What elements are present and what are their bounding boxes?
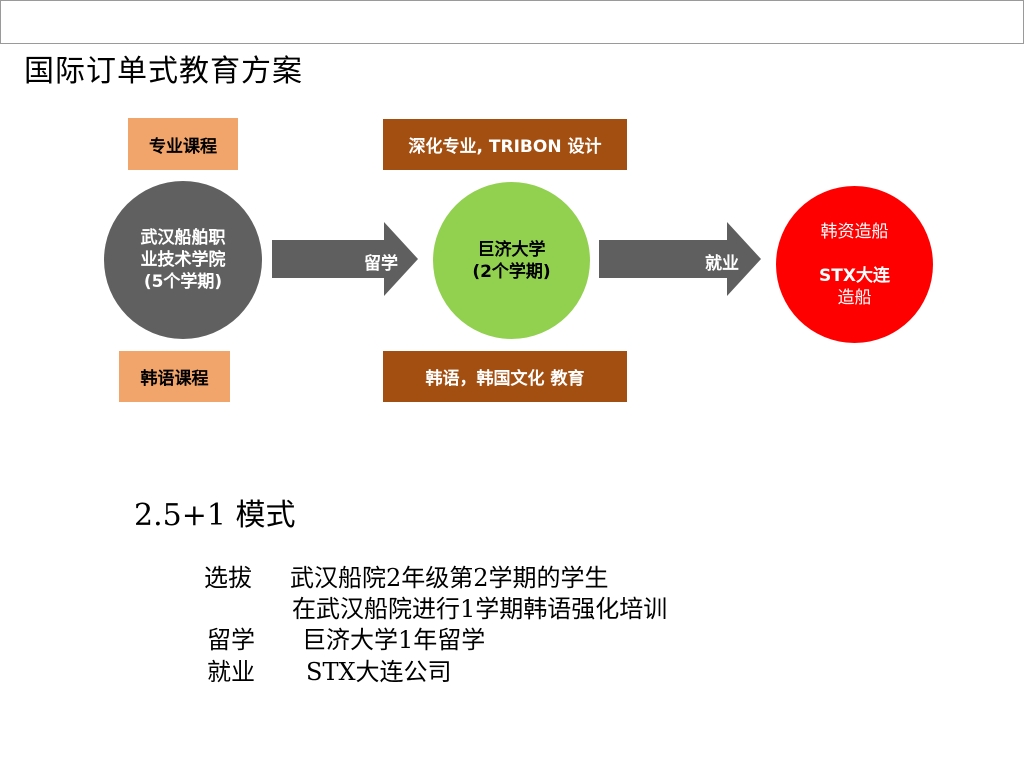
box-tribon-design: 深化专业, TRIBON 设计 [383,119,627,170]
box-professional-course-label: 专业课程 [149,136,217,157]
page-title: 国际订单式教育方案 [24,54,303,89]
node-geoje-line-1: 巨济大学 [477,239,546,260]
node-korean-line-3: STX大连 [819,265,890,286]
desc-label-study: 留学 [207,626,255,654]
desc-label-employment: 就业 [207,658,255,686]
node-korean-line-1: 韩资造船 [820,221,889,242]
node-korean-line-4: 造船 [837,287,872,308]
arrow-employment-label: 就业 [705,254,739,274]
box-korean-course: 韩语课程 [119,351,230,402]
node-korean-shipbuilding: 韩资造船 STX大连 造船 [776,186,933,343]
mode-title: 2.5+1 模式 [134,498,296,533]
node-wuhan-line-3: (5个学期) [143,272,223,292]
desc-text-study: 巨济大学1年留学 [302,626,486,654]
node-wuhan-line-2: 业技术学院 [140,250,226,270]
desc-text-selection: 武汉船院2年级第2学期的学生 [290,564,609,592]
node-wuhan-line-1: 武汉船舶职 [140,228,226,248]
desc-text-employment: STX大连公司 [306,658,452,686]
box-korean-course-label: 韩语课程 [140,369,209,389]
top-bar [0,0,1024,44]
desc-text-training: 在武汉船院进行1学期韩语强化培训 [292,595,668,623]
node-geoje-university: 巨济大学 (2个学期) [433,182,590,339]
desc-label-selection: 选拔 [204,564,252,592]
node-wuhan-college: 武汉船舶职 业技术学院 (5个学期) [104,181,262,339]
node-geoje-line-2: (2个学期) [472,261,551,282]
box-professional-course: 专业课程 [128,118,238,170]
box-korean-culture-label: 韩语，韩国文化 教育 [425,369,585,389]
arrow-study-abroad-label: 留学 [364,254,398,274]
box-korean-culture: 韩语，韩国文化 教育 [383,351,627,402]
arrow-employment [599,222,761,296]
box-tribon-design-label: 深化专业, TRIBON 设计 [408,137,602,157]
arrow-study-abroad [272,222,418,296]
